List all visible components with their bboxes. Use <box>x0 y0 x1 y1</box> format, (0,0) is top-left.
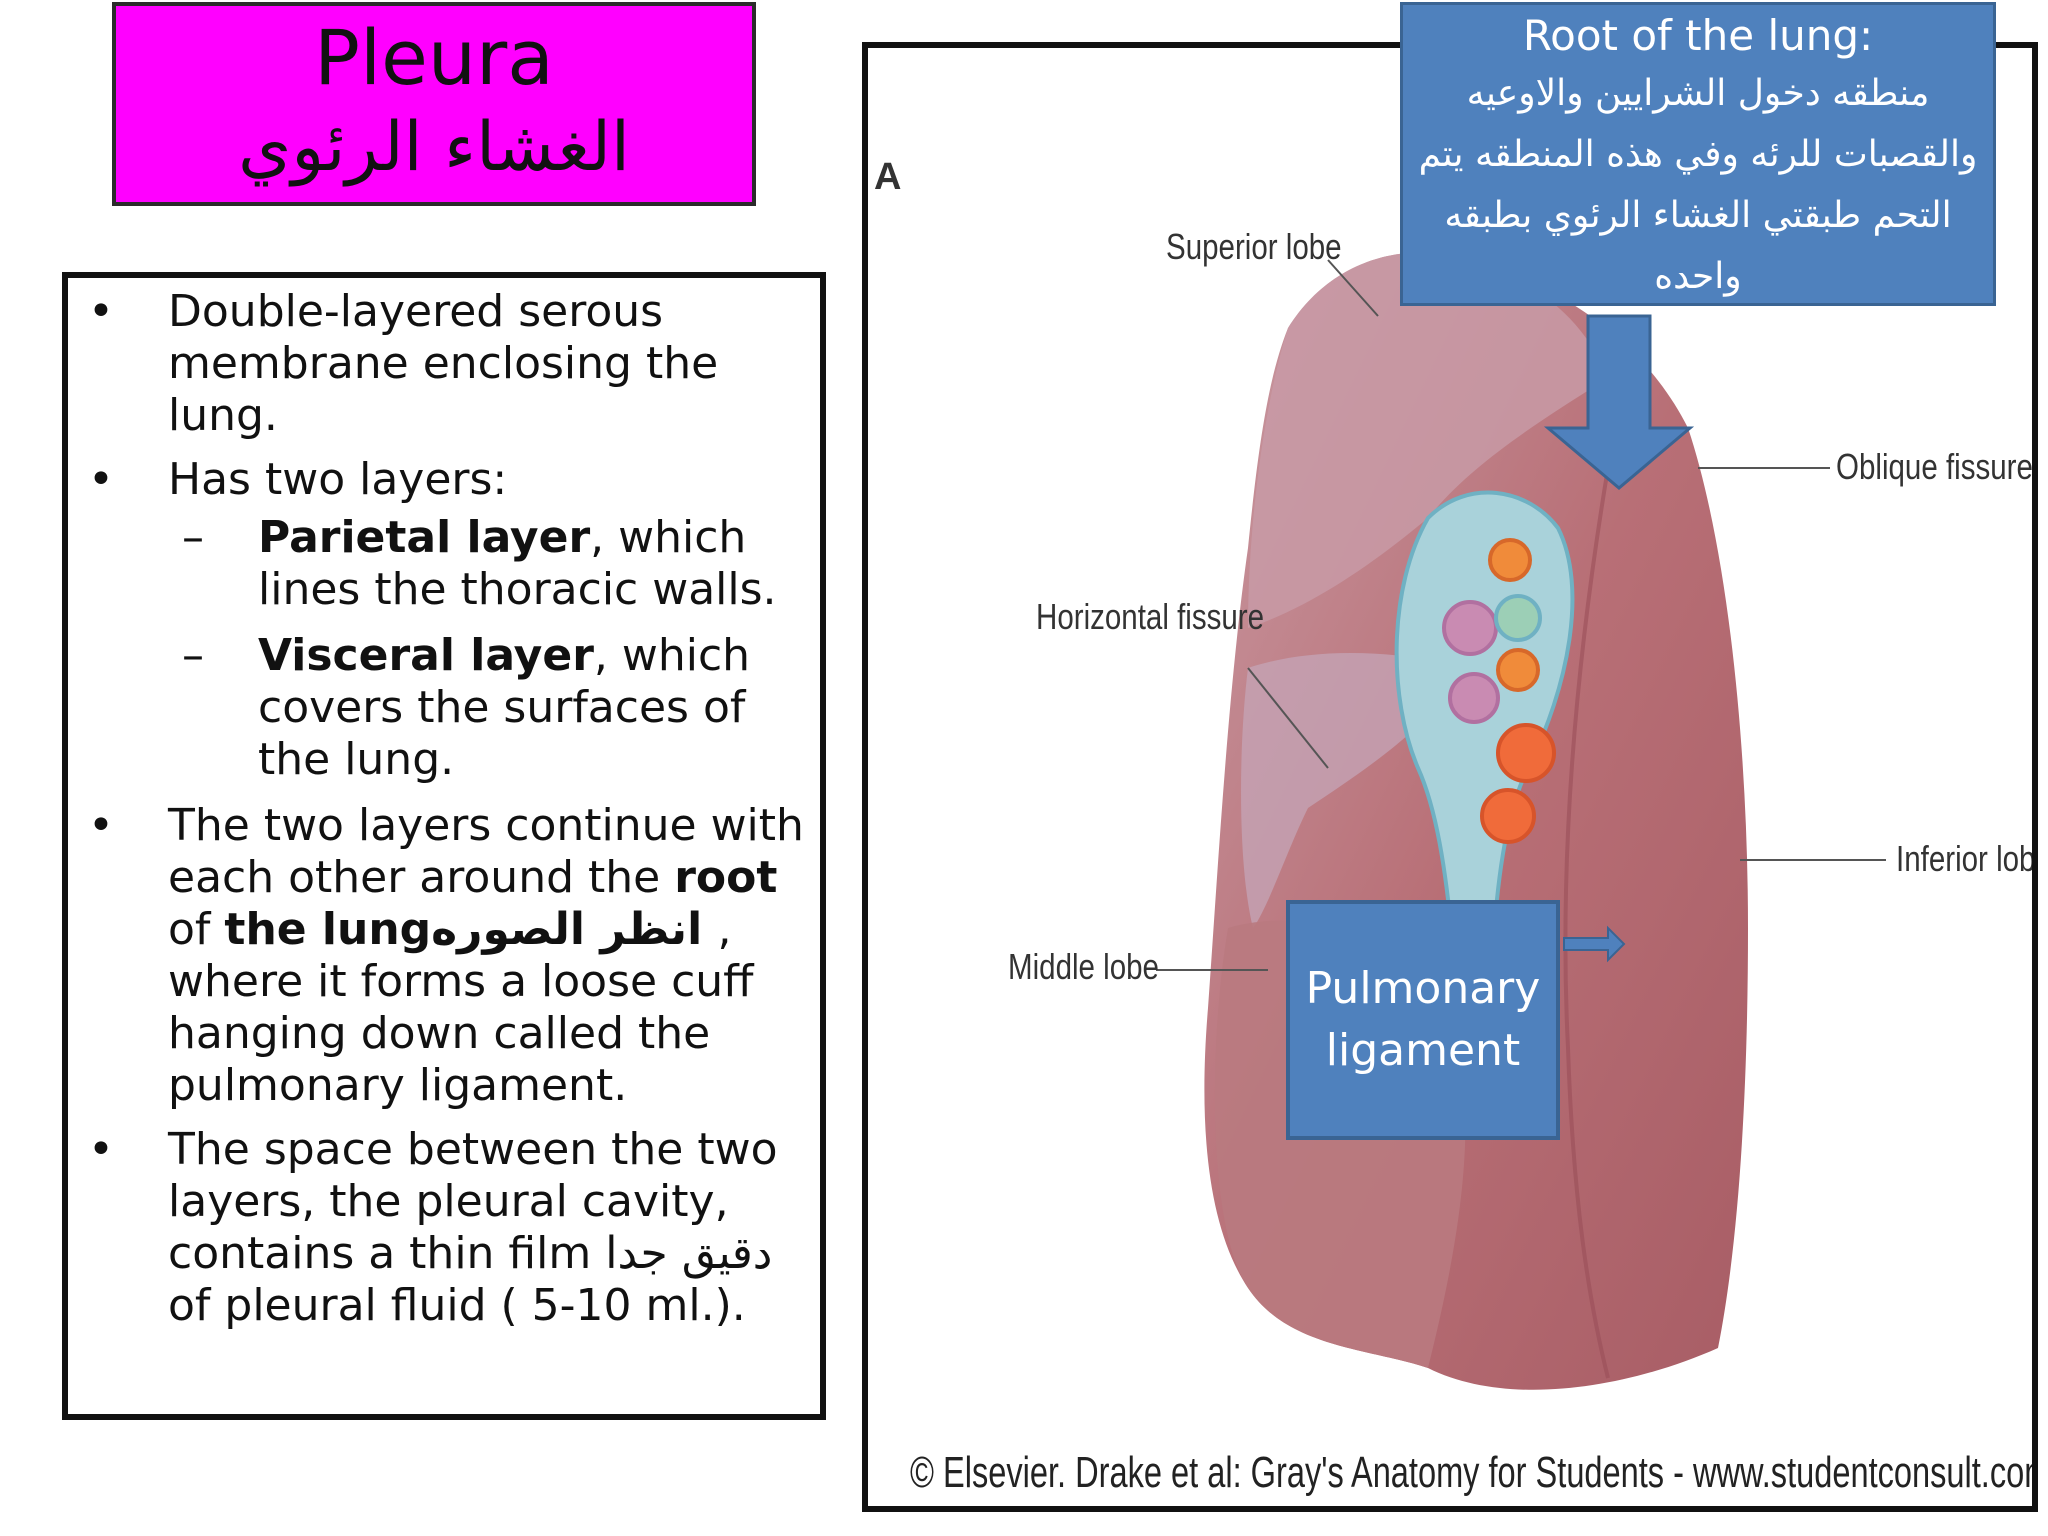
bullet-list: Double-layered serous membrane enclosing… <box>68 286 820 1344</box>
slide-title-arabic: الغشاء الرئوي <box>238 108 630 187</box>
artery <box>1488 538 1532 582</box>
bullet-text: of pleural fluid ( 5-10 ml.). <box>168 1280 746 1331</box>
label-middle-lobe: Middle lobe <box>1008 946 1159 987</box>
leader-superior <box>1327 259 1379 317</box>
superior-lobe <box>1248 252 1608 628</box>
sub-list: Parietal layer, which lines the thoracic… <box>168 512 810 786</box>
root-callout: Root of the lung: منطقه دخول الشرايين وا… <box>1400 2 1996 306</box>
pulmonary-vein <box>1442 600 1498 656</box>
arabic-note: دقيق جدا <box>605 1228 773 1279</box>
subitem-visceral: Visceral layer, which covers the surface… <box>158 630 810 786</box>
bullet-membrane: Double-layered serous membrane enclosing… <box>68 286 820 442</box>
term-the-lung: the lung <box>224 904 432 955</box>
panel-letter: A <box>874 156 902 198</box>
artery <box>1496 723 1556 783</box>
term-root: root <box>674 852 778 903</box>
text-panel: Double-layered serous membrane enclosing… <box>62 272 826 1420</box>
leader-horizontal <box>1247 667 1329 769</box>
subitem-parietal: Parietal layer, which lines the thoracic… <box>158 512 810 616</box>
slide-title: Pleura <box>314 13 554 102</box>
term-visceral: Visceral layer <box>258 630 594 681</box>
bullet-text: Double-layered serous membrane enclosing… <box>168 286 719 441</box>
pulmonary-ligament-callout: Pulmonary ligament <box>1286 900 1560 1140</box>
bullet-cavity: The space between the two layers, the pl… <box>68 1124 820 1332</box>
bullet-text: The two layers continue with each other … <box>168 800 804 903</box>
ligament-line-2: ligament <box>1325 1025 1521 1076</box>
bullet-text: , where it forms a loose cuff hanging do… <box>168 904 754 1111</box>
pulmonary-vein <box>1448 672 1500 724</box>
title-box: Pleura الغشاء الرئوي <box>112 2 756 206</box>
root-arrow <box>1543 314 1695 490</box>
bronchus <box>1494 594 1542 642</box>
root-callout-title: Root of the lung: <box>1522 11 1874 60</box>
label-horizontal-fissure: Horizontal fissure <box>1036 596 1265 637</box>
bullet-text: Has two layers: <box>168 454 508 505</box>
sub-text: , which covers the surfaces of the lung. <box>258 630 751 785</box>
term-parietal: Parietal layer <box>258 512 591 563</box>
bullet-text: of <box>168 904 225 955</box>
label-oblique-fissure: Oblique fissure <box>1836 446 2033 487</box>
figure-credit: © Elsevier. Drake et al: Gray's Anatomy … <box>910 1448 2038 1497</box>
artery <box>1480 788 1536 844</box>
bullet-text: The space between the two layers, the pl… <box>168 1124 778 1279</box>
bullet-layers: Has two layers: Parietal layer, which li… <box>68 454 820 786</box>
ligament-arrow <box>1563 925 1626 963</box>
ligament-line-1: Pulmonary <box>1305 963 1541 1014</box>
root-callout-text: منطقه دخول الشرايين والاوعيه والقصبات لل… <box>1418 73 1978 297</box>
label-inferior-lobe: Inferior lobe <box>1896 838 2038 879</box>
oblique-fissure-line <box>1563 467 1610 1379</box>
bullet-root: The two layers continue with each other … <box>68 800 820 1112</box>
sub-text: , which lines the thoracic walls. <box>258 512 777 615</box>
pulmonary-vein <box>1496 648 1540 692</box>
label-superior-lobe: Superior lobe <box>1166 226 1342 267</box>
arabic-note: انظر الصوره <box>431 904 718 955</box>
